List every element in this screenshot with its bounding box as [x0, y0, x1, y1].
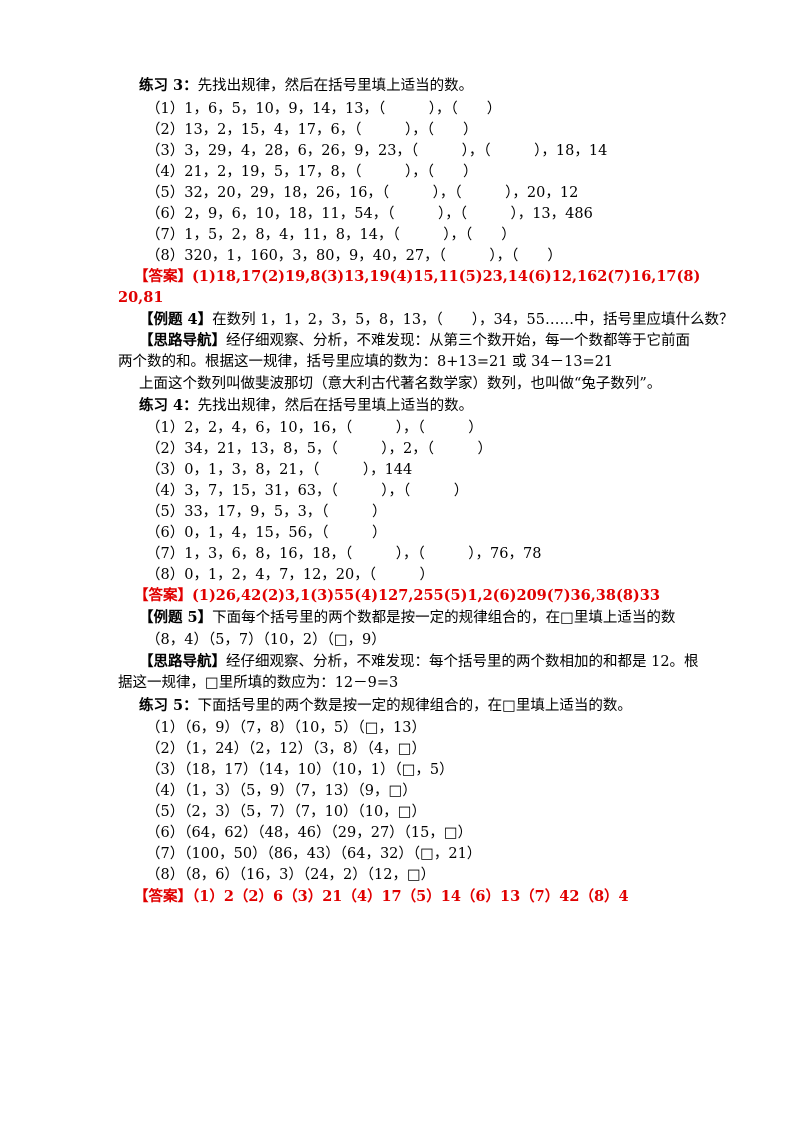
example4-hint-line: 【思路导航】经仔细观察、分析，不难发现：从第三个数开始，每一个数都等于它前面 [139, 331, 690, 351]
practice4-item: （3）0，1，3，8，21，（ ），144 [146, 462, 413, 478]
practice5-heading: 练习 5：下面括号里的两个数是按一定的规律组合的，在□里填上适当的数。 [139, 696, 632, 716]
practice3-item: （7）1，5，2，8，4，11，8，14，（ ），（ ） [146, 227, 516, 243]
practice4-label: 练习 4： [139, 397, 198, 414]
practice3-instruction: 先找出规律，然后在括号里填上适当的数。 [197, 78, 474, 94]
practice5-answer: 【答案】（1）2（2）6（3）21（4）17（5）14（6）13（7）42（8）… [134, 888, 629, 905]
practice5-item: （6）（64，62）（48，46）（29，27）（15，□） [146, 825, 473, 841]
practice5-label: 练习 5： [139, 697, 198, 714]
practice4-heading: 练习 4：先找出规律，然后在括号里填上适当的数。 [139, 396, 473, 416]
practice3-item: （1）1，6，5，10，9，14，13，（ ），（ ） [146, 101, 502, 117]
practice3-item: （3）3，29，4，28，6，26，9，23，（ ），（ ），18，14 [146, 143, 608, 159]
example4-question: 在数列 1，1，2，3，5，8，13，（ ），34，55……中，括号里应填什么数… [212, 312, 734, 328]
practice4-instruction: 先找出规律，然后在括号里填上适当的数。 [197, 398, 474, 414]
example5-hint-text: 经仔细观察、分析，不难发现：每个括号里的两个数相加的和都是 12。根 [226, 654, 699, 670]
practice5-item: （4）（1，3）（5，9）（7，13）（9，□） [146, 783, 417, 799]
example4-note: 上面这个数列叫做斐波那切（意大利古代著名数学家）数列，也叫做“兔子数列”。 [139, 376, 662, 392]
practice3-label: 练习 3： [139, 77, 198, 94]
example5-question: 下面每个括号里的两个数都是按一定的规律组合的，在□里填上适当的数 [212, 610, 676, 626]
example4-question-line: 【例题 4】在数列 1，1，2，3，5，8，13，（ ），34，55……中，括号… [139, 310, 733, 330]
practice3-item: （6）2，9，6，10，18，11，54，（ ），（ ），13，486 [146, 206, 593, 222]
example4-label: 【例题 4】 [139, 311, 213, 328]
example5-hint-cont: 据这一规律，□里所填的数应为：12－9=3 [118, 675, 399, 691]
practice4-answer: 【答案】(1)26,42(2)3,1(3)55(4)127,255(5)1,2(… [134, 587, 660, 604]
practice3-item: （4）21，2，19，5，17，8，（ ），（ ） [146, 164, 478, 180]
practice3-item: （8）320，1，160，3，80，9，40，27，（ ），（ ） [146, 248, 562, 264]
practice4-item: （2）34，21，13，8，5，（ ），2，（ ） [146, 441, 493, 457]
practice4-item: （6）0，1，4，15，56，（ ） [146, 525, 387, 541]
practice5-item: （3）（18，17）（14，10）（10，1）（□，5） [146, 762, 454, 778]
example5-label: 【例题 5】 [139, 609, 213, 626]
practice5-item: （2）（1，24）（2，12）（3，8）（4，□） [146, 741, 426, 757]
practice3-answer: 【答案】(1)18,17(2)19,8(3)13,19(4)15,11(5)23… [134, 268, 701, 285]
practice4-item: （5）33，17，9，5，3，（ ） [146, 504, 387, 520]
practice5-item: （1）（6，9）（7，8）（10，5）（□，13） [146, 720, 426, 736]
practice3-heading: 练习 3：先找出规律，然后在括号里填上适当的数。 [139, 76, 473, 96]
example5-question-line: 【例题 5】下面每个括号里的两个数都是按一定的规律组合的，在□里填上适当的数 [139, 608, 675, 628]
example5-hint-label: 【思路导航】 [139, 653, 226, 670]
example4-hint-text: 经仔细观察、分析，不难发现：从第三个数开始，每一个数都等于它前面 [226, 333, 690, 349]
practice5-item: （5）（2，3）（5，7）（7，10）（10，□） [146, 804, 426, 820]
practice4-item: （7）1，3，6，8，16，18，（ ），（ ），76，78 [146, 546, 542, 562]
practice3-item: （2）13，2，15，4，17，6，（ ），（ ） [146, 122, 478, 138]
practice3-item: （5）32，20，29，18，26，16，（ ），（ ），20，12 [146, 185, 579, 201]
practice4-item: （1）2，2，4，6，10，16，（ ），（ ） [146, 420, 483, 436]
practice3-answer-cont: 20,81 [118, 289, 164, 306]
example4-hint-label: 【思路导航】 [139, 332, 226, 349]
practice4-item: （4）3，7，15，31，63，（ ），（ ） [146, 483, 469, 499]
example5-pairs: （8，4）（5，7）（10，2）（□，9） [146, 632, 386, 648]
practice5-instruction: 下面括号里的两个数是按一定的规律组合的，在□里填上适当的数。 [197, 698, 632, 714]
example5-hint-line: 【思路导航】经仔细观察、分析，不难发现：每个括号里的两个数相加的和都是 12。根 [139, 652, 699, 672]
practice5-item: （8）（8，6）（16，3）（24，2）（12，□） [146, 867, 436, 883]
practice5-item: （7）（100，50）（86，43）（64，32）（□，21） [146, 846, 482, 862]
practice4-item: （8）0，1，2，4，7，12，20，（ ） [146, 567, 435, 583]
example4-hint-cont: 两个数的和。根据这一规律，括号里应填的数为：8+13=21 或 34－13=21 [118, 354, 614, 370]
